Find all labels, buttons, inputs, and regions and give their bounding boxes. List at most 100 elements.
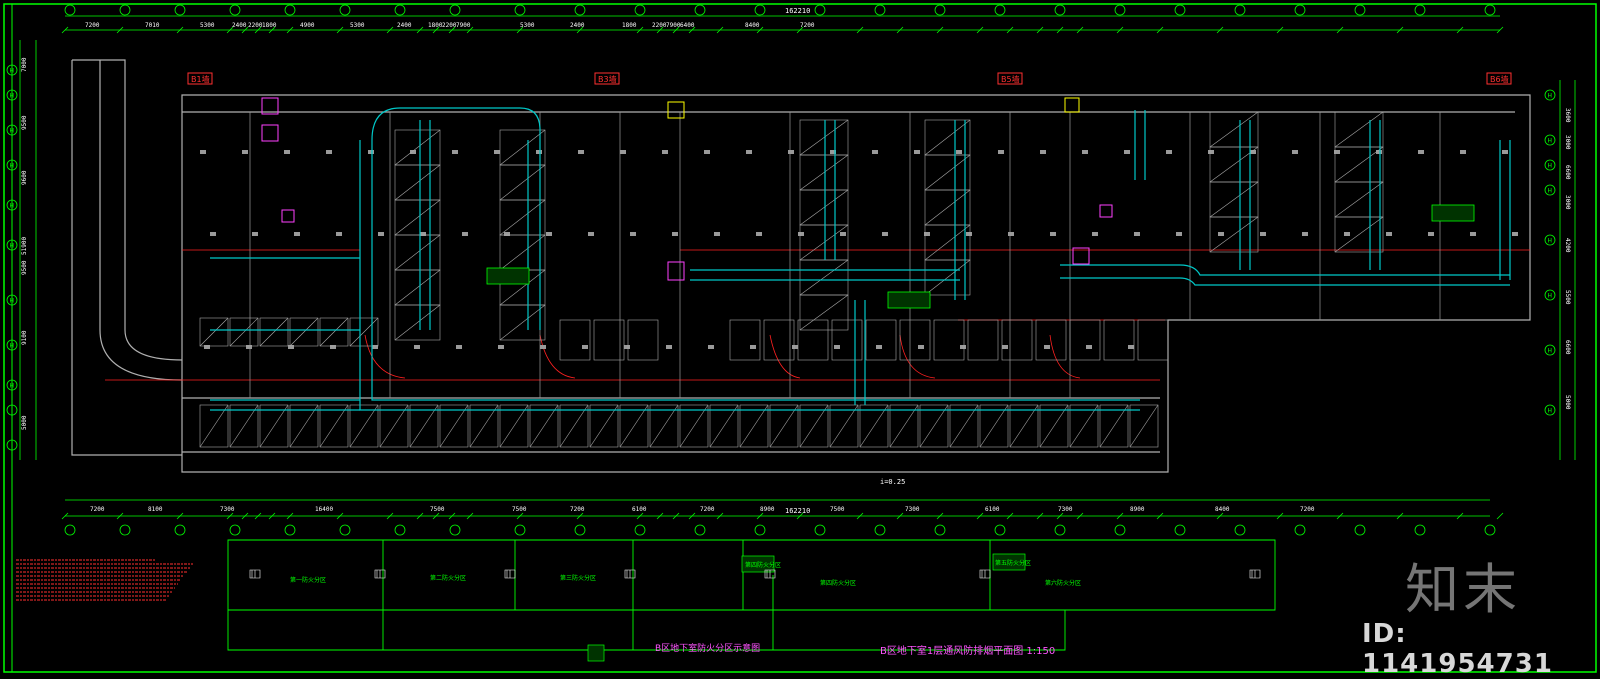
dim-bottom-label: 7500 [512,506,527,513]
dim-bottom-label: 6100 [985,506,1000,513]
dim-bottom-label: 7500 [830,506,845,513]
schematic-zone-label: 第六防火分区 [1045,579,1081,587]
schematic-zone-label: 第一防火分区 [290,576,326,584]
dim-right-label: 6600 [1564,340,1571,355]
dim-top-label: 7900 [666,22,681,29]
dim-bottom-label: 16400 [315,506,333,513]
zone-tag-b5: B5墙 [1001,74,1020,84]
axis-tag-right: H [1548,163,1553,170]
axis-tag-left: H [10,203,15,210]
schematic-zone-label: 第四防火分区 [745,561,781,569]
schematic-zone-tags [587,553,1026,662]
dim-top-label: 1800 [262,22,277,29]
dim-bottom-label: 8400 [1215,506,1230,513]
top-dimension-group [65,15,1500,31]
parking-bays [199,111,1384,448]
schematic-title: B区地下室防火分区示意图 [655,644,761,654]
dim-top-label: 7200 [85,22,100,29]
axis-tag-left: H [10,298,15,305]
dim-left-label: 9100 [21,330,28,345]
dim-top-label: 2400 [570,22,585,29]
dim-right-label: 3000 [1564,195,1571,210]
axis-tag-right: H [1548,188,1553,195]
axis-tag-left: H [10,243,15,250]
dim-left-label: 51900 [21,237,28,255]
dim-left-label: 5000 [21,415,28,430]
dim-top-label: 7200 [800,22,815,29]
dim-top-label: 2400 [232,22,247,29]
red-lines [105,249,1530,381]
drawing-frame [3,3,1597,673]
watermark-logo: 知末 [1405,558,1521,621]
zone-tag-b1: B1墙 [191,74,210,84]
schematic-zone-label: 第四防火分区 [820,579,856,587]
dim-bottom-label: 7200 [1300,506,1315,513]
dim-top-label: 1800 [622,22,637,29]
axis-tag-left: H [10,343,15,350]
duct-system [210,107,1511,411]
dim-bottom-label: 7300 [220,506,235,513]
schematic-fire-zone-labels: 第一防火分区第二防火分区第三防火分区第四防火分区第四防火分区第五防火分区第六防火… [249,559,1261,587]
dim-top-label: 5300 [350,22,365,29]
axis-tag-left: H [10,68,15,75]
dim-bottom-label: 8900 [760,506,775,513]
slope-note: i=0.25 [880,478,905,486]
axis-tag-right: H [1548,293,1553,300]
dim-left-label: 9500 [21,260,28,275]
axis-tag-left: H [10,128,15,135]
dim-top-label: 5300 [200,22,215,29]
dim-top-label: 2400 [397,22,412,29]
dim-left-label: 7000 [21,57,28,72]
zone-tags: B1墙 B3墙 B5墙 B6墙 [187,72,1512,85]
watermark-id: ID: 1141954731 [1362,619,1553,679]
schematic-zone-label: 第五防火分区 [995,559,1031,567]
side-dimension-group [19,40,1576,460]
dim-bottom-label: 7500 [430,506,445,513]
dim-right-label: 5500 [1564,290,1571,305]
dimension-ticks [61,26,1504,520]
dim-bottom-label: 8900 [1130,506,1145,513]
axis-bubbles: H H H H H H H H H H H H H H H H H [6,4,1556,536]
fire-zone-markers [486,204,1475,309]
dim-right-label: 4200 [1564,238,1571,253]
dim-top-label: 5300 [520,22,535,29]
schematic-zone-label: 第三防火分区 [560,574,596,582]
dim-bottom-label: 7200 [90,506,105,513]
axis-tag-right: H [1548,93,1553,100]
dim-top-label: 8400 [745,22,760,29]
axis-tag-left: H [10,163,15,170]
zone-tag-b6: B6墙 [1490,74,1509,84]
axis-tag-left: H [10,383,15,390]
dim-left-label: 9500 [21,115,28,130]
total-dimension-bottom: 162210 [785,507,810,515]
dim-right-label: 6600 [1564,165,1571,180]
axis-tag-right: H [1548,138,1553,145]
total-dimension-top: 162210 [785,7,810,15]
dim-left-label: 9600 [21,170,28,185]
dim-top-label: 7900 [456,22,471,29]
dim-right-label: 3600 [1564,108,1571,123]
dim-top-label: 6400 [680,22,695,29]
dim-top-label: 7010 [145,22,160,29]
dim-right-label: 5000 [1564,395,1571,410]
dim-top-label: 4900 [300,22,315,29]
axis-tag-right: H [1548,348,1553,355]
axis-tag-left: H [10,93,15,100]
axis-tag-right: H [1548,408,1553,415]
dim-bottom-label: 7300 [905,506,920,513]
dim-top-label: 2200 [248,22,263,29]
dim-top-label: 2200 [442,22,457,29]
building-outline [71,59,1531,473]
dim-top-label: 1800 [428,22,443,29]
zone-tag-b3: B3墙 [598,74,617,84]
equipment-symbols [261,97,1113,281]
dim-top-label: 2200 [652,22,667,29]
axis-tag-right: H [1548,238,1553,245]
dim-bottom-label: 6100 [632,506,647,513]
interior-walls [200,112,1518,398]
schematic-zone-label: 第二防火分区 [430,574,466,582]
bottom-dimension-group [65,499,1490,517]
dim-bottom-label: 8100 [148,506,163,513]
